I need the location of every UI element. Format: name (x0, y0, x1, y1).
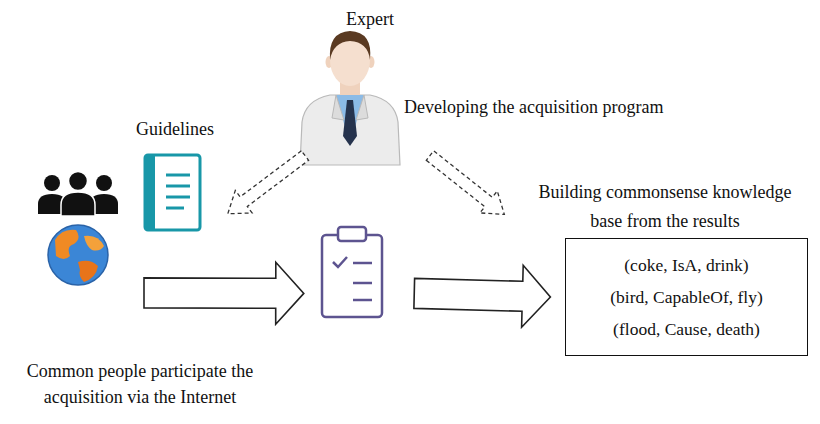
knowledge-triple: (coke, IsA, drink) (578, 249, 795, 281)
knowledge-triple: (bird, CapableOf, fly) (578, 281, 795, 313)
people-node: Common people participate the acquisitio… (0, 166, 280, 418)
clipboard-icon (320, 225, 385, 320)
expert-figure (300, 30, 400, 165)
guidelines-book (140, 150, 205, 235)
expert-node: ExpertDeveloping the acquisition program (300, 4, 720, 174)
globe-icon (48, 225, 108, 285)
hollow-arrow (144, 262, 304, 324)
node-title: Guidelines (120, 116, 230, 142)
hollow-arrow (414, 265, 551, 327)
knowledge-base-node: (coke, IsA, drink)(bird, CapableOf, fly)… (515, 178, 818, 354)
node-title: Expert (300, 6, 440, 32)
guidelines-node: Guidelines (120, 114, 230, 238)
dashed-arrow (228, 151, 309, 214)
node-description: Developing the acquisition program (404, 94, 718, 120)
knowledge-base-box: (coke, IsA, drink)(bird, CapableOf, fly)… (565, 238, 808, 356)
clipboard-node (318, 222, 390, 322)
node-title: Common people participate the acquisitio… (5, 358, 275, 410)
dashed-arrow (426, 151, 504, 215)
people-icon (30, 172, 125, 286)
knowledge-triple: (flood, Cause, death) (578, 313, 795, 345)
node-title: Building commonsense knowledge base from… (530, 178, 800, 236)
